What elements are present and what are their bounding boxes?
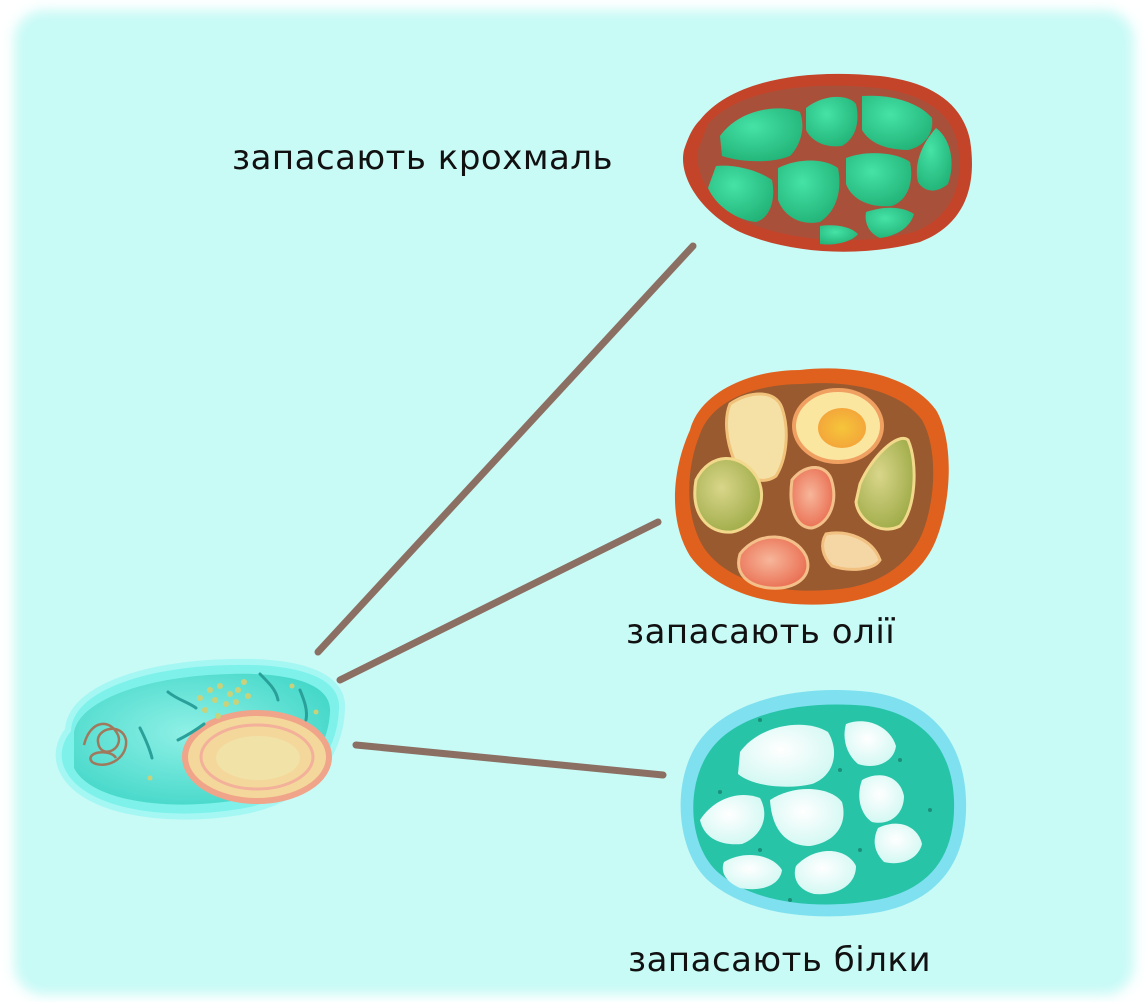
label-store-proteins: запасають білки (628, 940, 931, 980)
label-store-oils: запасають олії (626, 612, 895, 652)
proteinoplast (681, 690, 966, 916)
starch-ring-inner (216, 736, 300, 780)
label-store-starch: запасають крохмаль (232, 138, 613, 178)
elaioplast (675, 368, 949, 604)
